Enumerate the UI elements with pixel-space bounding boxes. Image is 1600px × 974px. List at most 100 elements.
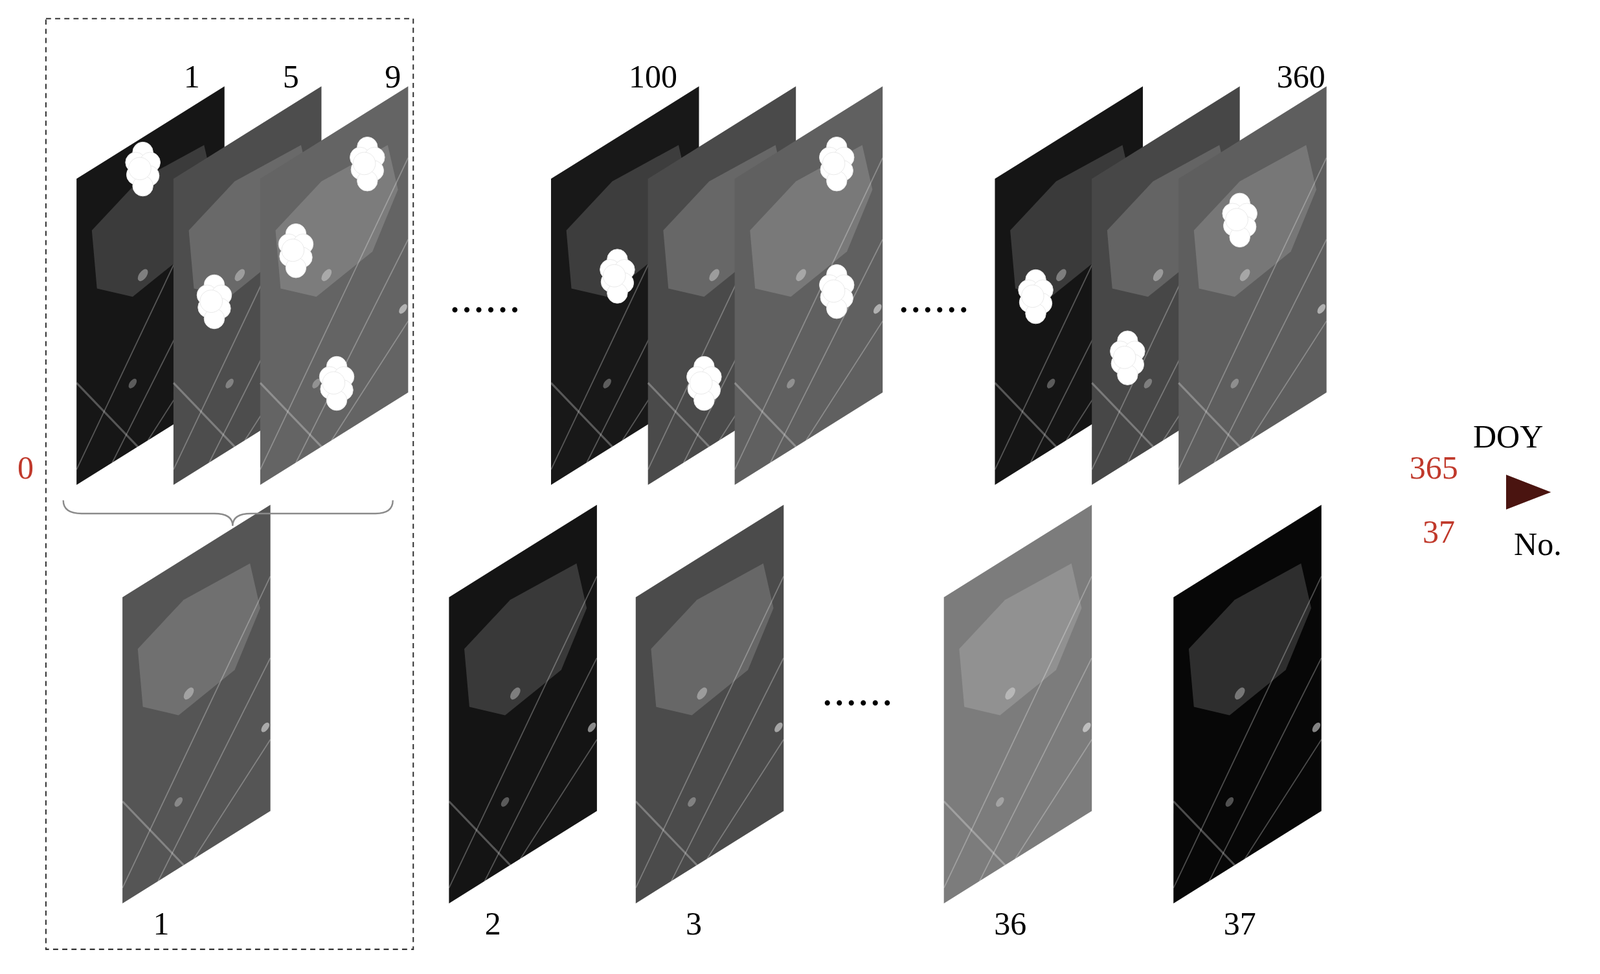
satellite-tile — [448, 504, 598, 904]
time-axis — [63, 486, 1513, 498]
pond-dot — [501, 795, 510, 809]
pond-dot — [1234, 685, 1246, 702]
pond-dot — [1144, 376, 1153, 390]
road-line — [1178, 344, 1240, 485]
cloud — [600, 249, 636, 304]
cloud — [319, 356, 355, 411]
pond-dot — [1153, 266, 1164, 284]
axis-label: 5 — [282, 60, 300, 93]
cloud-puff — [281, 238, 305, 262]
field-region — [650, 551, 774, 741]
axis-label: 365 — [1409, 451, 1459, 484]
cloud-puff — [200, 290, 223, 313]
road-line — [157, 657, 271, 882]
road-line — [734, 157, 884, 471]
tile-ground — [734, 86, 884, 485]
pond-dot — [398, 302, 408, 316]
pond-dot — [321, 266, 332, 284]
pond-dot — [1082, 720, 1092, 734]
tile-ground — [122, 504, 271, 904]
pond-dot — [602, 376, 612, 390]
cloud-puff — [822, 152, 846, 175]
cloud — [125, 141, 161, 197]
cloud — [819, 136, 855, 192]
field-region — [958, 551, 1082, 741]
road-line — [520, 739, 598, 859]
pond-dot — [995, 795, 1005, 809]
pond-dot — [260, 720, 270, 734]
road-line — [448, 762, 511, 904]
road-line — [806, 321, 883, 441]
pond-dot — [1317, 302, 1326, 316]
pond-dot — [1047, 376, 1056, 390]
pond-dot — [696, 685, 708, 702]
satellite-tile — [635, 504, 785, 904]
pond-dot — [774, 720, 783, 734]
cloud-puff — [128, 157, 152, 181]
road-line — [448, 576, 598, 889]
cloud — [687, 356, 722, 411]
cloud-puff — [689, 371, 713, 395]
pond-dot — [174, 795, 183, 809]
pond-dot — [873, 302, 882, 316]
road-line — [1249, 321, 1327, 441]
pond-dot — [1312, 720, 1321, 734]
road-line — [122, 762, 184, 904]
pond-dot — [1056, 266, 1067, 284]
satellite-tile — [944, 504, 1093, 904]
road-line — [671, 657, 784, 882]
pond-dot — [183, 685, 195, 702]
road-line — [260, 344, 322, 485]
axis-label: 3 — [685, 907, 702, 940]
road-line — [944, 762, 1006, 904]
axis-label: 37 — [1422, 515, 1455, 548]
cloud — [1018, 269, 1054, 324]
pond-dot — [312, 376, 321, 390]
ellipsis-dots: ...... — [822, 677, 895, 711]
tile-ground — [260, 86, 409, 485]
cloud-puff — [1113, 346, 1136, 370]
road-line — [1178, 157, 1327, 471]
road-line — [1173, 762, 1235, 904]
cloud-puff — [352, 152, 376, 175]
axis-arrowhead — [1506, 474, 1551, 510]
road-line — [1015, 739, 1092, 859]
field-region — [749, 133, 873, 323]
axis-label: 9 — [384, 60, 401, 93]
road-line — [1245, 739, 1322, 859]
cloud-puff — [822, 279, 846, 303]
road-line — [770, 239, 883, 463]
cloud — [1110, 330, 1146, 386]
pond-dot — [687, 795, 697, 809]
pond-dot — [587, 720, 597, 734]
pond-dot — [510, 685, 521, 702]
road-line — [551, 344, 613, 485]
cloud-puff — [322, 371, 346, 395]
pond-dot — [225, 376, 234, 390]
axis-label: DOY — [1473, 420, 1544, 453]
road-line — [707, 739, 784, 859]
axis-label: 2 — [484, 907, 502, 940]
cloud — [819, 264, 855, 319]
road-line — [979, 657, 1092, 882]
cloud — [350, 136, 386, 192]
tile-ground — [448, 504, 598, 904]
field-region — [1194, 133, 1317, 323]
road-line — [484, 657, 598, 882]
road-line — [635, 762, 698, 904]
satellite-tile — [1173, 504, 1322, 904]
pond-dot — [1225, 795, 1235, 809]
pond-dot — [786, 376, 796, 390]
cloud-puff — [602, 264, 626, 287]
road-line — [994, 344, 1057, 485]
pond-dot — [709, 266, 720, 284]
pond-dot — [1239, 266, 1251, 284]
axis-label: 360 — [1276, 60, 1326, 93]
tile-ground — [635, 504, 785, 904]
satellite-tile — [734, 86, 884, 485]
pond-dot — [795, 266, 807, 284]
field-region — [464, 551, 587, 741]
axis-label: No. — [1513, 527, 1562, 561]
pond-dot — [234, 266, 245, 284]
